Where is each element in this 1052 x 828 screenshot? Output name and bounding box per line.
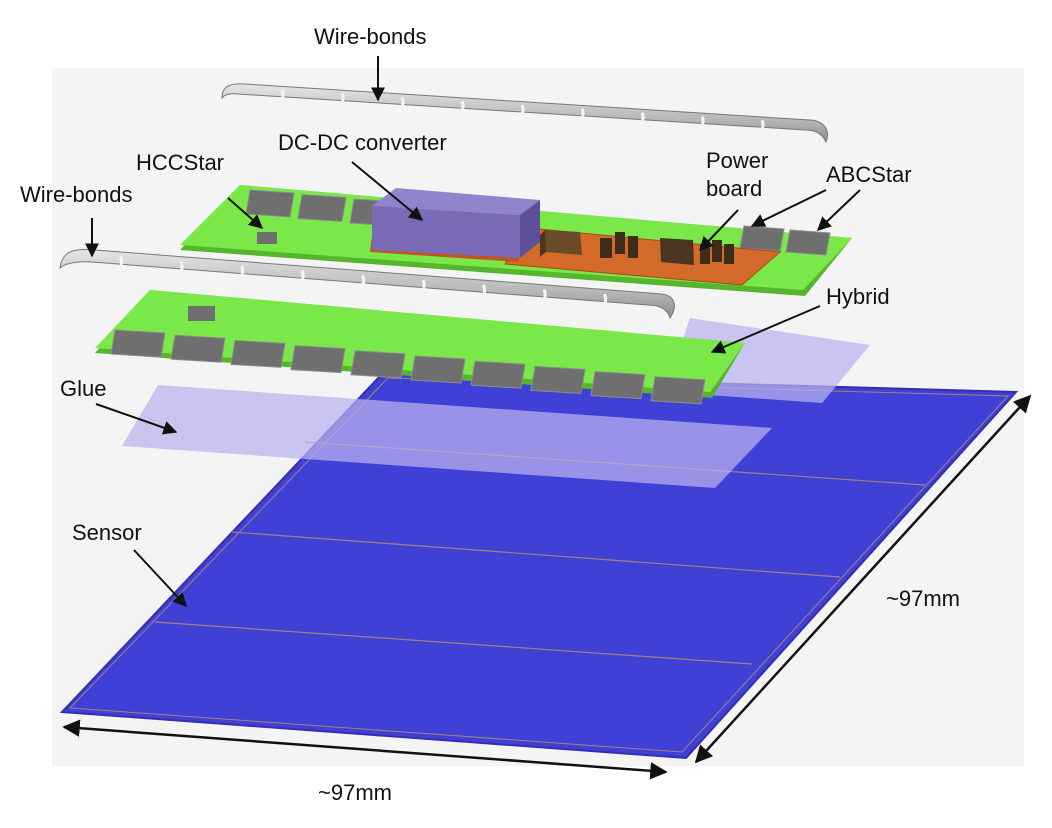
label-hybrid: Hybrid [826,284,890,309]
abcstar-chip [591,372,645,399]
abcstar-chip [231,340,285,367]
label-glue: Glue [60,376,106,401]
hccstar-chip-upper [257,232,277,244]
abcstar-chip [651,377,705,404]
abcstar-chip-upper [298,195,346,222]
abcstar-chip [471,361,525,388]
abcstar-chip-upper [740,226,784,251]
abcstar-chip [351,351,405,378]
label-dcdc-converter: DC-DC converter [278,130,447,155]
label-wirebonds-left: Wire-bonds [20,182,132,207]
abcstar-chip [171,335,225,362]
label-wirebonds-top: Wire-bonds [314,24,426,49]
abcstar-chip [411,356,465,383]
label-power-board-line2: board [706,176,762,201]
abcstar-chip [531,366,585,393]
abcstar-chip-upper [786,230,830,255]
abcstar-chip-upper [246,190,294,217]
label-power-board-line1: Power [706,148,768,173]
abcstar-chip [111,330,165,357]
abcstar-chip [291,346,345,373]
label-abcstar: ABCStar [826,162,912,187]
label-dimension-right: ~97mm [886,586,960,611]
label-sensor: Sensor [72,520,142,545]
hccstar-chip [188,306,215,321]
label-hccstar: HCCStar [136,150,224,175]
label-dimension-bottom: ~97mm [318,780,392,805]
